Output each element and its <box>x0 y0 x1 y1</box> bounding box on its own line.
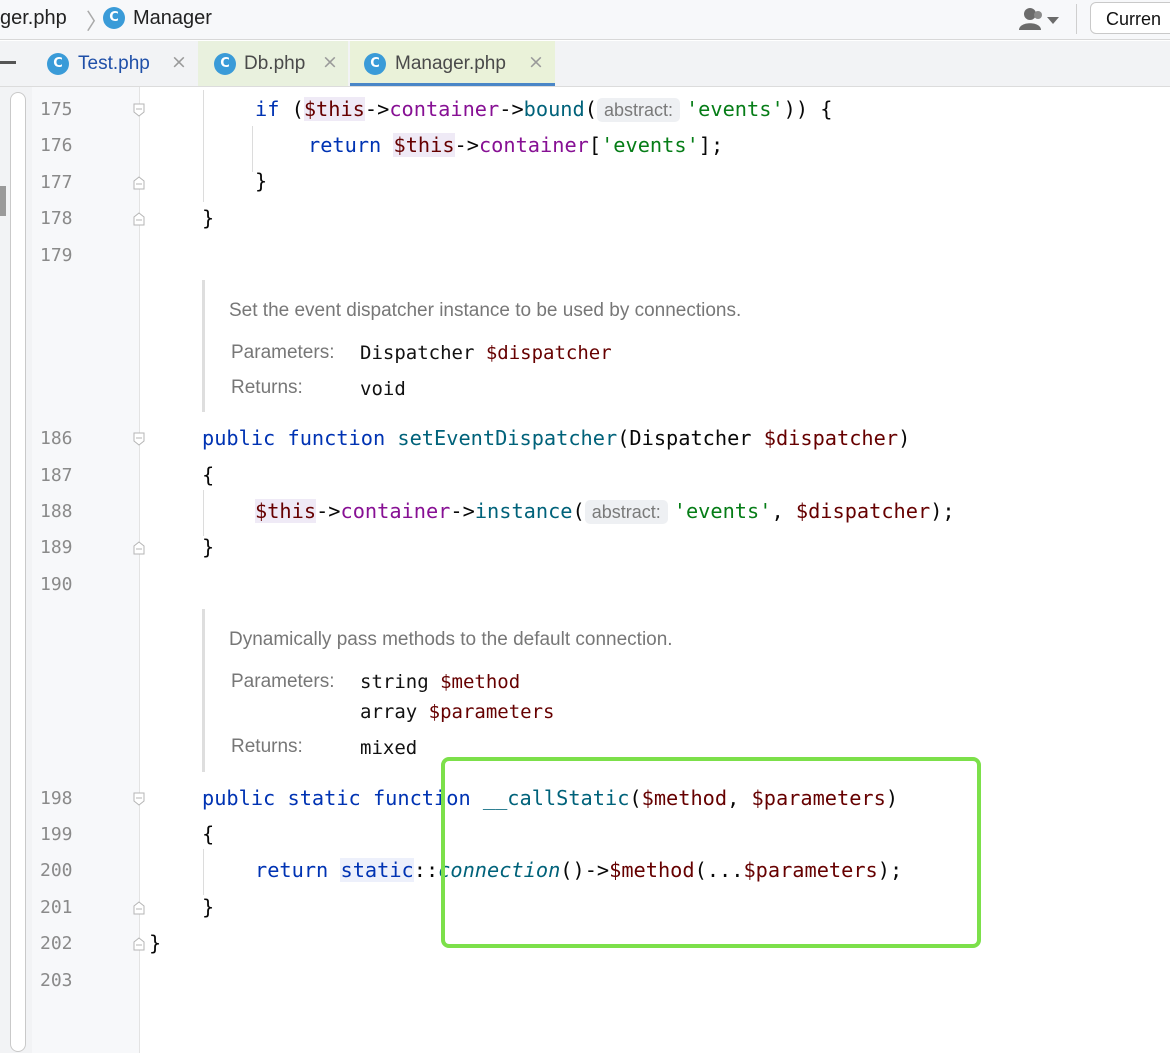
tab-db-php[interactable]: C Db.php × <box>198 41 348 86</box>
line-number: 203 <box>40 970 73 991</box>
code-line-202[interactable]: } <box>149 931 162 955</box>
tab-label: Db.php <box>244 53 306 74</box>
close-icon[interactable]: × <box>171 51 187 73</box>
editor-tab-bar: C Test.php × C Db.php × C Manager.php × <box>0 41 1170 87</box>
line-number: 188 <box>40 501 73 522</box>
breadcrumb-bar: ger.php 〉 C Manager Curren <box>0 0 1170 40</box>
line-number: 202 <box>40 933 73 954</box>
fold-close-icon[interactable] <box>133 212 145 226</box>
indent-guide <box>203 849 204 895</box>
line-number: 198 <box>40 788 73 809</box>
vertical-scrollbar[interactable] <box>10 92 26 1052</box>
fold-open-icon[interactable] <box>133 103 145 117</box>
doc-returns: void <box>360 378 406 400</box>
code-line-187[interactable]: { <box>202 463 215 487</box>
fold-close-icon[interactable] <box>133 541 145 555</box>
doc-returns: mixed <box>360 737 418 759</box>
doc-parameter: string $method <box>360 671 521 693</box>
breadcrumb-file[interactable]: ger.php <box>0 7 67 29</box>
class-icon: C <box>103 7 125 29</box>
doc-parameters-label: Parameters: <box>231 342 335 363</box>
line-number: 186 <box>40 428 73 449</box>
line-number: 189 <box>40 537 73 558</box>
line-number: 177 <box>40 172 73 193</box>
code-line-200[interactable]: return static::connection()->$method(...… <box>255 858 903 882</box>
parameter-hint: abstract: <box>596 98 680 122</box>
code-line-176[interactable]: return $this->container['events']; <box>308 133 724 157</box>
line-number: 201 <box>40 897 73 918</box>
collapse-icon[interactable] <box>0 61 16 64</box>
code-line-178[interactable]: } <box>202 206 215 230</box>
highlight-annotation-box <box>441 757 981 948</box>
doc-parameters-label: Parameters: <box>231 671 335 692</box>
code-line-199[interactable]: { <box>202 822 215 846</box>
code-line-188[interactable]: $this->container->instance(abstract:'eve… <box>255 499 955 524</box>
doc-returns-label: Returns: <box>231 736 303 757</box>
tab-manager-php[interactable]: C Manager.php × <box>350 41 555 86</box>
indent-guide <box>203 490 204 536</box>
line-number: 199 <box>40 824 73 845</box>
fold-close-icon[interactable] <box>133 176 145 190</box>
close-icon[interactable]: × <box>322 51 338 73</box>
indent-guide <box>252 126 253 172</box>
rendered-doc-comment[interactable]: Dynamically pass methods to the default … <box>202 609 673 772</box>
tab-label: Manager.php <box>395 53 506 74</box>
class-icon: C <box>364 53 386 75</box>
tab-test-php[interactable]: C Test.php × <box>33 41 195 86</box>
line-number: 179 <box>40 245 73 266</box>
code-line-198[interactable]: public static function __callStatic($met… <box>202 786 899 810</box>
code-line-175[interactable]: if ($this->container->bound(abstract:'ev… <box>255 97 833 122</box>
line-number: 176 <box>40 135 73 156</box>
tab-label: Test.php <box>78 53 150 74</box>
toolbar-divider <box>1076 4 1077 34</box>
class-icon: C <box>47 53 69 75</box>
breadcrumb-class[interactable]: Manager <box>133 7 212 29</box>
user-dropdown-icon[interactable] <box>1017 6 1067 32</box>
fold-close-icon[interactable] <box>133 901 145 915</box>
line-number: 190 <box>40 574 73 595</box>
doc-parameter: array $parameters <box>360 701 555 723</box>
code-line-201[interactable]: } <box>202 895 215 919</box>
line-number: 175 <box>40 99 73 120</box>
rendered-doc-comment[interactable]: Set the event dispatcher instance to be … <box>202 280 741 412</box>
line-number-gutter <box>32 87 140 1053</box>
fold-open-icon[interactable] <box>133 792 145 806</box>
doc-parameter: Dispatcher $dispatcher <box>360 342 612 364</box>
code-line-177[interactable]: } <box>255 169 268 193</box>
indent-guide <box>203 90 204 202</box>
fold-close-icon[interactable] <box>133 937 145 951</box>
line-number: 178 <box>40 208 73 229</box>
doc-description: Set the event dispatcher instance to be … <box>229 300 742 321</box>
line-number: 187 <box>40 465 73 486</box>
breadcrumb-separator: 〉 <box>86 9 109 34</box>
doc-description: Dynamically pass methods to the default … <box>229 629 673 650</box>
code-line-186[interactable]: public function setEventDispatcher(Dispa… <box>202 426 911 450</box>
run-configuration-selector[interactable]: Curren <box>1090 2 1170 34</box>
line-number: 200 <box>40 860 73 881</box>
scroll-marker <box>0 186 6 216</box>
doc-returns-label: Returns: <box>231 377 303 398</box>
code-line-189[interactable]: } <box>202 535 215 559</box>
parameter-hint: abstract: <box>584 500 668 524</box>
fold-open-icon[interactable] <box>133 432 145 446</box>
close-icon[interactable]: × <box>528 51 544 73</box>
class-icon: C <box>214 53 236 75</box>
